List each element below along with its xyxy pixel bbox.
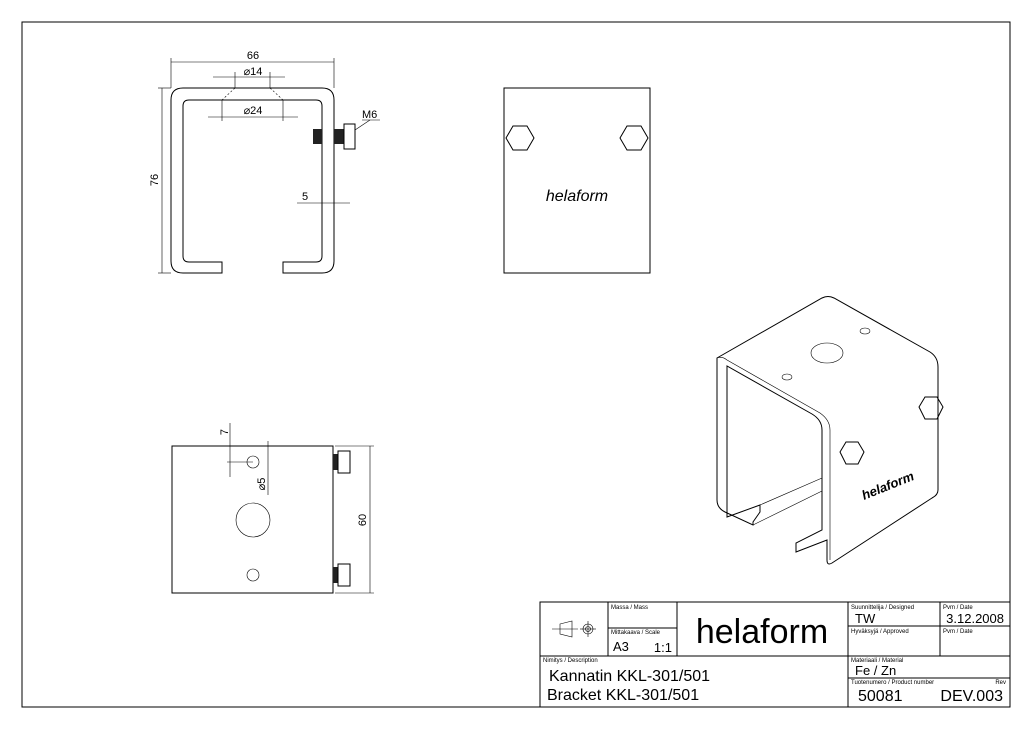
- height-dim: 76: [149, 174, 161, 186]
- description-en: Bracket KKL-301/501: [547, 687, 699, 704]
- hole-dim: ⌀5: [256, 478, 268, 491]
- title-block: Massa / Mass Mittakaava / Scale A3 1:1 h…: [539, 601, 1011, 708]
- iso-view: helaform: [716, 296, 944, 565]
- thickness-dim: 5: [302, 191, 308, 203]
- bottom-view: 60 7 ⌀5: [171, 423, 374, 594]
- rev-value: DEV.003: [940, 688, 1003, 705]
- projection-symbol-icon: [552, 620, 596, 638]
- hole-large-dim: ⌀24: [244, 105, 263, 117]
- offset-dim: 7: [219, 429, 231, 435]
- description-fi: Kannatin KKL-301/501: [549, 668, 710, 685]
- approved-date-label: Pvm / Date: [943, 629, 973, 635]
- description-label: Nimitys / Description: [543, 658, 598, 664]
- side-view: helaform: [503, 87, 651, 274]
- sheet-frame: [21, 21, 1011, 708]
- mass-label: Massa / Mass: [611, 605, 648, 611]
- bolt-icon: [343, 123, 356, 150]
- designed-label: Suunnittelija / Designed: [851, 605, 914, 611]
- scale-label: Mittakaava / Scale: [611, 630, 661, 636]
- date-label: Pvm / Date: [943, 605, 973, 611]
- product-number-label: Tuotenumero / Product number: [851, 680, 934, 686]
- material-label: Materiaali / Material: [851, 658, 903, 664]
- company-logo: helaform: [696, 613, 828, 651]
- designed-by: TW: [855, 611, 876, 626]
- side-logo: helaform: [546, 188, 608, 205]
- rev-label: Rev: [995, 680, 1006, 686]
- hole-small-dim: ⌀14: [244, 66, 263, 78]
- sheet-size: A3: [613, 639, 629, 654]
- width-dim: 66: [247, 50, 259, 62]
- scale-value: 1:1: [654, 640, 672, 655]
- bolt-label: M6: [362, 109, 377, 121]
- front-view: 66 ⌀14 ⌀24 76 M6 5: [149, 50, 380, 274]
- iso-logo: helaform: [860, 468, 917, 503]
- product-number: 50081: [858, 688, 903, 705]
- date-value: 3.12.2008: [946, 611, 1004, 626]
- bottom-height-dim: 60: [357, 514, 369, 526]
- material-value: Fe / Zn: [855, 663, 896, 678]
- approved-label: Hyväksyjä / Approved: [851, 629, 909, 635]
